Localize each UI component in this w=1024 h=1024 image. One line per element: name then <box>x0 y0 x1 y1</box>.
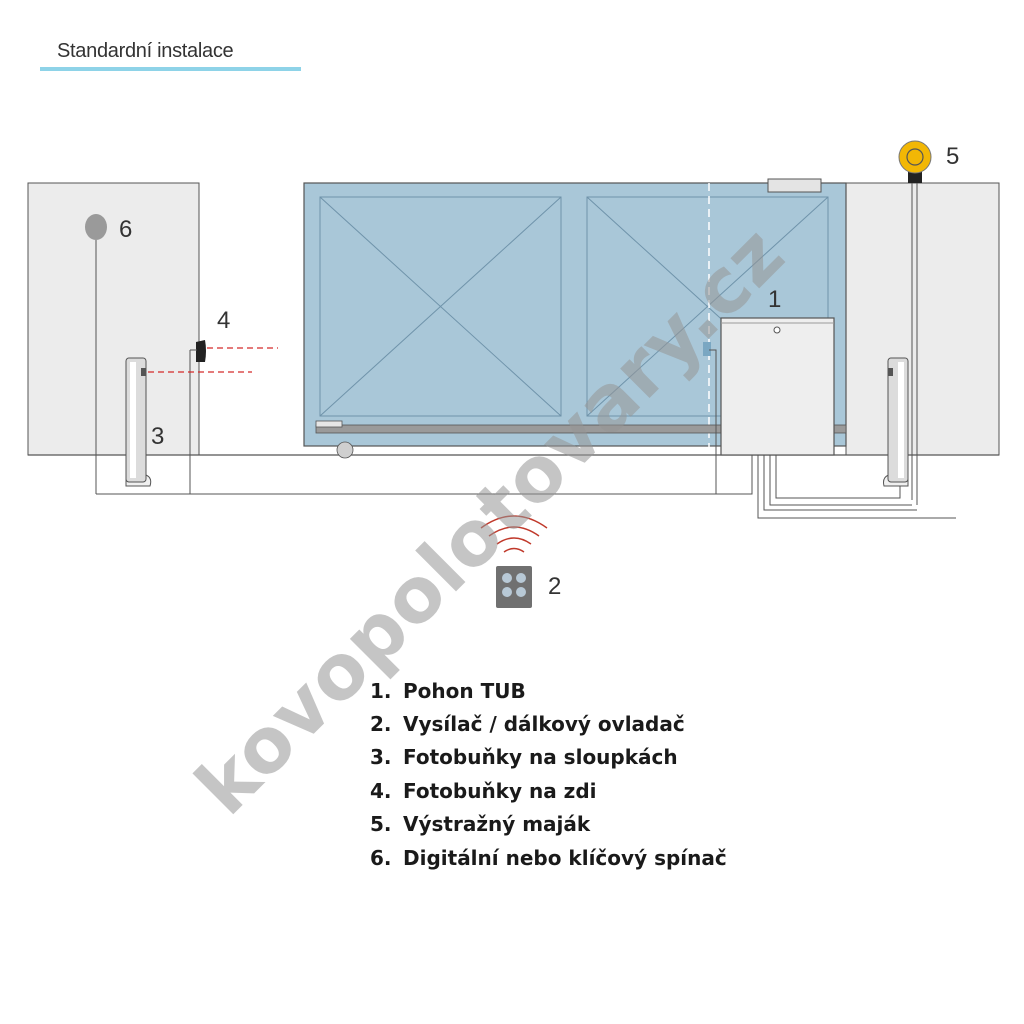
wiring <box>96 349 956 519</box>
legend-number: 6. <box>370 845 392 870</box>
callout-3: 3 <box>151 423 164 450</box>
warning-beacon-icon <box>898 140 932 505</box>
legend-item: 4. Fotobuňky na zdi <box>370 774 727 807</box>
callout-6: 6 <box>119 216 132 243</box>
legend-text: Pohon TUB <box>403 678 526 703</box>
legend-list: 1.Pohon TUB 2.Vysílač / dálkový ovladač … <box>370 674 727 874</box>
remote-control-icon <box>496 566 532 608</box>
callout-4: 4 <box>217 307 230 334</box>
legend-number: 5. <box>370 812 392 837</box>
page-title: Standardní instalace <box>57 40 234 62</box>
legend-item: 5. Výstražný maják <box>370 808 727 841</box>
legend-number: 3. <box>370 745 392 770</box>
legend-item: 1. Pohon TUB <box>370 674 727 707</box>
callout-2: 2 <box>548 573 561 600</box>
title-underline <box>40 67 301 71</box>
legend-item: 6. Digitální nebo klíčový spínač <box>370 841 727 874</box>
left-wall <box>27 182 200 456</box>
callout-1: 1 <box>768 286 781 313</box>
callout-5: 5 <box>946 143 959 170</box>
legend-text: Fotobuňky na zdi <box>403 778 597 803</box>
legend-item: 3. Fotobuňky na sloupkách <box>370 741 727 774</box>
legend-text: Vysílač / dálkový ovladač <box>403 712 685 737</box>
key-switch-icon <box>85 214 107 494</box>
photocell-wall <box>189 340 206 494</box>
legend-text: Fotobuňky na sloupkách <box>403 745 678 770</box>
legend-item: 2. Vysílač / dálkový ovladač <box>370 707 727 740</box>
legend-text: Výstražný maják <box>403 812 591 837</box>
photocell-post-left <box>125 357 152 487</box>
radio-waves-icon <box>480 515 548 553</box>
right-wall <box>845 182 1000 456</box>
legend-number: 4. <box>370 778 392 803</box>
motor-unit <box>703 317 835 456</box>
legend-number: 2. <box>370 712 392 737</box>
photocell-post-right <box>883 357 909 487</box>
legend-text: Digitální nebo klíčový spínač <box>403 845 727 870</box>
legend-number: 1. <box>370 678 392 703</box>
